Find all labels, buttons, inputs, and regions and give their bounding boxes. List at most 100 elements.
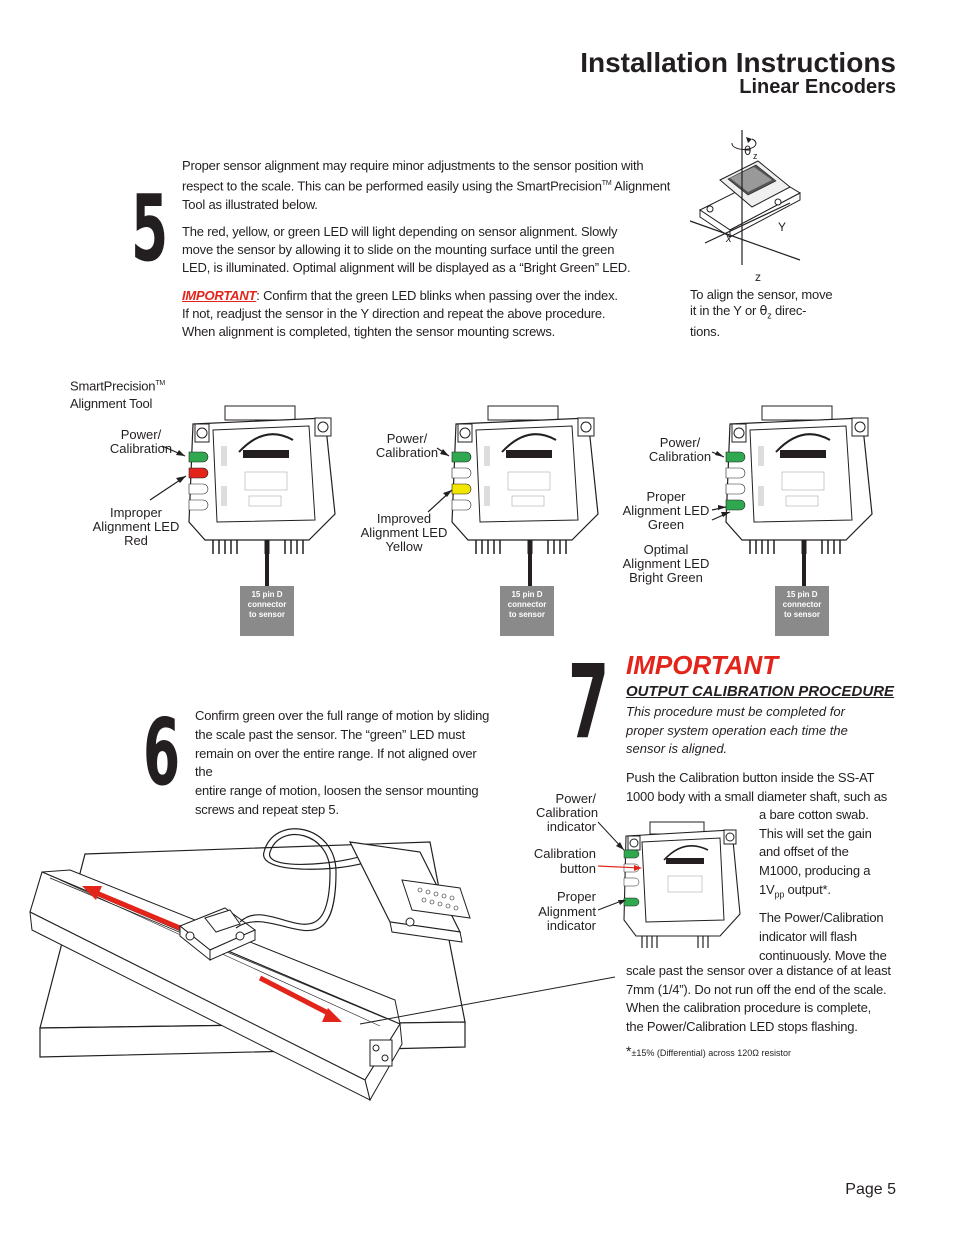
label-line: Proper <box>556 889 596 904</box>
connector-line: 15 pin D <box>251 590 283 599</box>
label-line: Improper <box>109 505 163 520</box>
label-line: Calibration <box>648 449 712 464</box>
step-5-line: LED, is illuminated. Optimal alignment w… <box>182 260 631 276</box>
step-7-number: 7 <box>568 643 610 762</box>
push-line: a bare cotton swab. <box>759 807 869 822</box>
y-axis-line <box>704 202 791 244</box>
alignment-indicator-label: Proper Alignment indicator <box>536 889 596 934</box>
step-5-line: IMPORTANT: Confirm that the green LED bl… <box>182 287 672 305</box>
tool-label-name: SmartPrecision <box>70 378 156 394</box>
tool-3-optimal-label: Optimal Alignment LED Bright Green <box>621 543 711 585</box>
z-axis-label: z <box>755 270 761 284</box>
step-6-line: the scale past the sensor. The “green” L… <box>195 726 466 742</box>
calibration-button-label: Calibration button <box>530 846 596 876</box>
push-line: indicator will flash <box>759 928 857 944</box>
caption-span: it in the Y or <box>690 302 760 318</box>
step-6-line: remain on over the entire range. If not … <box>195 745 477 780</box>
label-line: Red <box>124 533 148 548</box>
tool-3-align-label: Proper Alignment LED Green <box>621 490 711 532</box>
connector-box-3: 15 pin D connector to sensor <box>775 586 829 636</box>
tool-label-line: SmartPrecisionTM <box>70 375 165 395</box>
label-line: indicator <box>546 918 596 933</box>
theta-subscript: z <box>767 310 772 321</box>
push-line: and offset of the <box>759 844 849 860</box>
step-7-note: This procedure must be completed for pro… <box>626 703 886 759</box>
push-line: 1000 body with a small diameter shaft, s… <box>626 788 888 804</box>
connector-line: 15 pin D <box>786 590 818 599</box>
alignment-tool-2-diagram <box>451 405 599 554</box>
pp-subscript: pp <box>774 889 785 900</box>
label-line: Power/ <box>386 431 428 446</box>
flash-line: When the calibration procedure is comple… <box>626 1000 872 1016</box>
step-7-important-heading: IMPORTANT <box>626 650 779 680</box>
step-5-line: respect to the scale. This can be perfor… <box>182 175 672 196</box>
step-5-line: move the sensor by allowing it to slide … <box>182 242 615 258</box>
caption-line: tions. <box>690 323 720 339</box>
alignment-led <box>188 467 209 479</box>
page-number: Page 5 <box>845 1181 896 1198</box>
note-line: proper system operation each time the <box>626 722 848 738</box>
tool-callout-arrows <box>149 445 806 588</box>
alignment-led <box>725 499 746 511</box>
label-line: Calibration <box>375 445 439 460</box>
y-axis-label: Y <box>778 220 786 234</box>
tool-label-line: Alignment Tool <box>70 396 153 412</box>
theta-subscript: z <box>753 151 758 161</box>
sensor-block-icon <box>699 160 802 238</box>
label-line: Green <box>647 517 685 532</box>
connector-line: connector <box>782 600 822 609</box>
proper-alignment-led <box>623 897 640 907</box>
step-7-alignment-tool-diagram <box>623 821 741 948</box>
step-6-line: entire range of motion, loosen the senso… <box>195 783 479 799</box>
connector-line: to sensor <box>508 610 545 619</box>
label-line: Alignment LED <box>622 556 710 571</box>
note-line: sensor is aligned. <box>626 741 728 756</box>
connector-box-2: 15 pin D connector to sensor <box>500 586 554 636</box>
power-led <box>451 451 472 463</box>
step-5-text-span: : Confirm that the green LED blinks when… <box>256 287 618 303</box>
theta-symbol: θ <box>744 144 751 158</box>
axis-orientation-diagram: θ z x Y z <box>689 130 802 284</box>
step-5-line: If not, readjust the sensor in the Y dir… <box>182 305 606 321</box>
power-led <box>725 451 746 463</box>
footnote-star: * <box>626 1043 632 1059</box>
label-line: button <box>559 861 596 876</box>
step-6-line: Confirm green over the full range of mot… <box>195 708 490 723</box>
step-7-procedure-heading: OUTPUT CALIBRATION PROCEDURE <box>626 683 895 700</box>
label-line: Improved <box>376 511 432 526</box>
alignment-tool-1-diagram <box>188 405 336 554</box>
label-line: Optimal <box>643 542 689 557</box>
label-line: Power/ <box>555 791 596 806</box>
step-5-line: When alignment is completed, tighten the… <box>182 323 556 339</box>
x-axis-line <box>689 220 801 261</box>
push-line: M1000, producing a <box>759 863 871 879</box>
label-line: Proper <box>646 489 686 504</box>
alignment-tool-3-diagram <box>725 405 873 554</box>
push-span: output*. <box>784 881 831 897</box>
trademark: TM <box>155 380 166 387</box>
power-calibration-led <box>623 849 640 859</box>
push-line: This will set the gain <box>759 825 872 841</box>
label-line: Calibration <box>109 441 173 456</box>
label-line: Alignment LED <box>360 525 448 540</box>
label-line: Alignment LED <box>92 519 180 534</box>
footnote: *±15% (Differential) across 120Ω resisto… <box>626 1043 791 1059</box>
motion-arrow-left <box>93 889 181 931</box>
theta-symbol: θ <box>759 303 768 319</box>
flash-line: the Power/Calibration LED stops flashing… <box>626 1019 858 1035</box>
power-led <box>188 451 209 463</box>
step-6-number: 6 <box>143 699 181 806</box>
label-line: Calibration <box>533 846 596 861</box>
alignment-led <box>451 483 472 495</box>
tool-2-power-label: Power/ Calibration <box>374 432 440 460</box>
power-indicator-label: Power/ Calibration indicator <box>536 791 599 834</box>
tool-3-power-label: Power/ Calibration <box>646 436 714 464</box>
step-5-line: The red, yellow, or green LED will light… <box>182 223 618 239</box>
label-line: Calibration <box>536 805 599 820</box>
label-line: Power/ <box>120 427 162 442</box>
step-7-push-right: a bare cotton swab. This will set the ga… <box>759 806 899 965</box>
step-7-push-top: Push the Calibration button inside the S… <box>626 769 906 806</box>
step-6-line: screws and repeat step 5. <box>195 801 339 817</box>
axis-caption: To align the sensor, move it in the Y or… <box>690 287 840 339</box>
note-line: This procedure must be completed for <box>626 704 845 719</box>
